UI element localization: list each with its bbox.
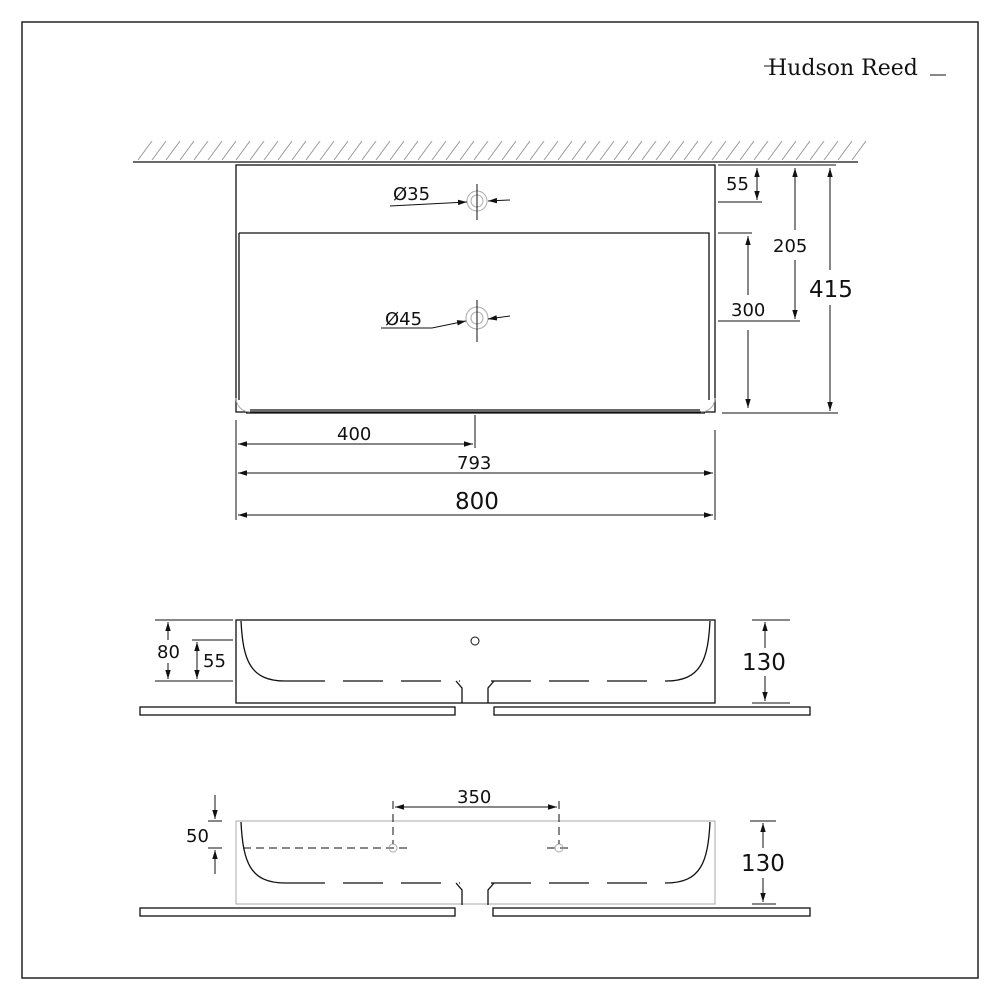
wall-hatch-line (711, 140, 727, 161)
wall-hatch-line (571, 140, 587, 161)
wall-hatch-line (795, 140, 811, 161)
dim-front-height: 130 (742, 650, 786, 676)
plan-view: Ø35 Ø45 55 205 300 415 4 (133, 140, 867, 520)
dim-waste-center: 400 (337, 424, 371, 445)
wall-hatch-line (263, 140, 279, 161)
waste-hole: Ø45 (381, 300, 511, 342)
dim-waste-from-wall: 205 (773, 236, 807, 257)
dim-bowl-width: 793 (457, 453, 491, 474)
wall-hatch-line (487, 140, 503, 161)
wall-hatch-line (655, 140, 671, 161)
wall-hatch-line (151, 140, 167, 161)
wall-hatch-line (599, 140, 615, 161)
wall-hatch-line (809, 140, 825, 161)
wall-hatch-line (361, 140, 377, 161)
rear-view: 350 50 130 (139, 787, 811, 917)
wall-hatch-line (515, 140, 531, 161)
wall-hatch-line (403, 140, 419, 161)
wall-hatch-line (207, 140, 223, 161)
wall-hatch-line (767, 140, 783, 161)
wall-hatch-line (277, 140, 293, 161)
dim-overflow-bottom: 55 (203, 651, 226, 672)
wall-hatch-line (697, 140, 713, 161)
brand-logo: Hudson Reed (764, 56, 946, 81)
wall-hatch-line (459, 140, 475, 161)
wall-hatch-line (753, 140, 769, 161)
wall-hatch-line (375, 140, 391, 161)
dim-tap-from-wall: 55 (726, 174, 749, 195)
countertop-right (493, 706, 811, 716)
wall-hatch-line (557, 140, 573, 161)
drawing-border (21, 21, 979, 979)
dim-hole-spacing: 350 (457, 787, 491, 808)
bowl-outline (238, 232, 710, 400)
countertop-right (492, 907, 811, 917)
wall-hatch-line (781, 140, 797, 161)
wall-hatch-line (543, 140, 559, 161)
tap-hole-label: Ø35 (393, 184, 430, 205)
wall-hatch-line (501, 140, 517, 161)
wall-hatch-line (291, 140, 307, 161)
wall-hatch-line (165, 140, 181, 161)
wall-hatch-line (235, 140, 251, 161)
wall-hatch-line (179, 140, 195, 161)
wall-hatch-line (613, 140, 629, 161)
dim-hole-height: 50 (186, 826, 209, 847)
wall-hatch-line (627, 140, 643, 161)
wall-hatch-line (333, 140, 349, 161)
wall-hatch-line (137, 140, 153, 161)
wall-hatch-line (389, 140, 405, 161)
wall-hatch-line (305, 140, 321, 161)
wall-hatch-line (641, 140, 657, 161)
wall-hatch-line (417, 140, 433, 161)
wall-hatch-line (669, 140, 685, 161)
basin-outline (235, 164, 716, 413)
wall-hatch-line (837, 140, 853, 161)
wall-hatch-line (431, 140, 447, 161)
wall-hatch-line (683, 140, 699, 161)
waste-hole-label: Ø45 (385, 309, 422, 330)
dim-rear-height: 130 (741, 851, 785, 877)
wall-hatch-line (851, 140, 867, 161)
brand-name: Hudson Reed (768, 56, 918, 81)
wall-hatch-line (585, 140, 601, 161)
tap-hole: Ø35 (389, 184, 511, 220)
countertop-left (139, 907, 456, 917)
wall-hatch-line (221, 140, 237, 161)
wall-hatch-line (347, 140, 363, 161)
wall-hatch-line (249, 140, 265, 161)
wall-hatch (137, 140, 867, 161)
wall-hatch-line (193, 140, 209, 161)
dim-overflow-top: 80 (157, 642, 180, 663)
front-view: 80 55 130 (139, 619, 811, 716)
wall-hatch-line (445, 140, 461, 161)
wall-hatch-line (529, 140, 545, 161)
wall-hatch-line (739, 140, 755, 161)
countertop-left (139, 706, 456, 716)
dim-bowl-depth: 300 (731, 300, 765, 321)
dim-total-depth: 415 (809, 277, 853, 303)
wall-hatch-line (319, 140, 335, 161)
overflow-hole (470, 636, 480, 646)
wall-hatch-line (725, 140, 741, 161)
wall-hatch-line (473, 140, 489, 161)
wall-hatch-line (823, 140, 839, 161)
dim-total-width: 800 (455, 489, 499, 515)
